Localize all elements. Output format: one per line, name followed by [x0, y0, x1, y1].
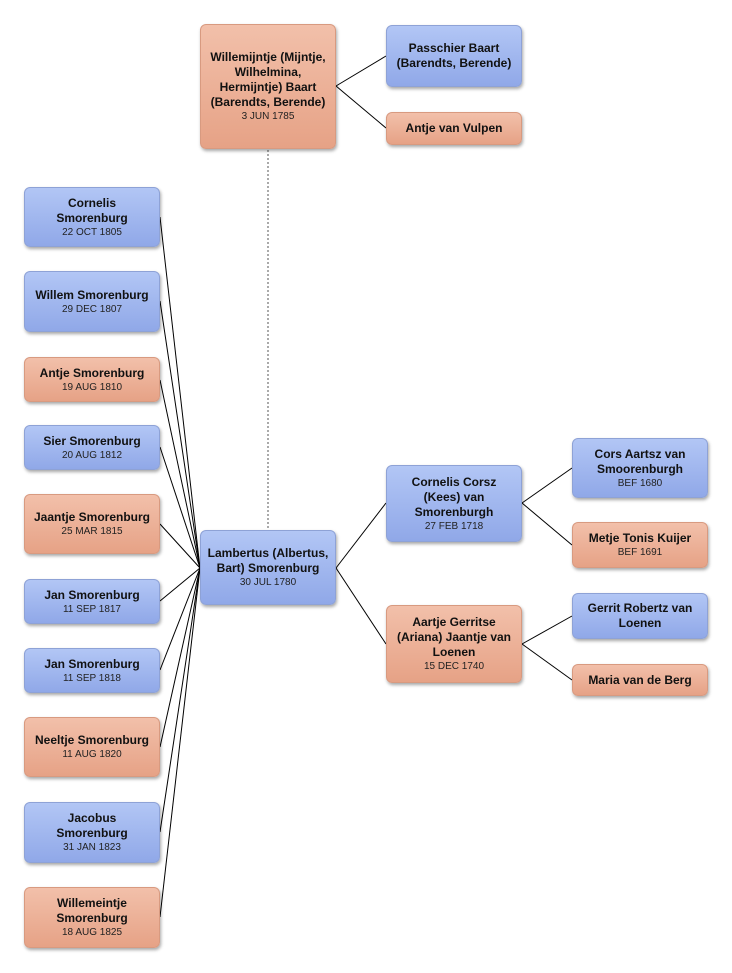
person-box-neeltje-smorenburg[interactable]: Neeltje Smorenburg 11 AUG 1820: [24, 717, 160, 777]
person-box-willemeintje-smorenburg[interactable]: Willemeintje Smorenburg 18 AUG 1825: [24, 887, 160, 948]
child-connector: [159, 300, 201, 569]
child-connector: [159, 523, 201, 569]
child-connector: [159, 567, 201, 748]
person-name: Cornelis Corsz (Kees) van Smorenburgh: [411, 474, 497, 519]
person-date: 31 JAN 1823: [63, 842, 121, 853]
person-box-gerrit-robertz[interactable]: Gerrit Robertz van Loenen: [572, 593, 708, 639]
person-box-passchier[interactable]: Passchier Baart (Barendts, Berende): [386, 25, 522, 87]
child-connector: [159, 567, 201, 602]
parent-connector: [521, 615, 573, 645]
person-box-jacobus-smorenburg[interactable]: Jacobus Smorenburg 31 JAN 1823: [24, 802, 160, 863]
person-box-jaantje-smorenburg[interactable]: Jaantje Smorenburg 25 MAR 1815: [24, 494, 160, 554]
person-box-antje-smorenburg[interactable]: Antje Smorenburg 19 AUG 1810: [24, 357, 160, 402]
child-connector: [159, 567, 201, 671]
person-box-willem-smorenburg[interactable]: Willem Smorenburg 29 DEC 1807: [24, 271, 160, 332]
person-date: BEF 1691: [617, 547, 663, 558]
person-date: 11 SEP 1818: [62, 672, 121, 684]
person-date: 27 FEB 1718: [424, 520, 484, 532]
person-name: Jan Smorenburg: [44, 656, 140, 671]
person-date: 20 AUG 1812: [61, 449, 123, 461]
person-box-cors-aartsz[interactable]: Cors Aartsz van Smoorenburgh BEF 1680: [572, 438, 708, 498]
person-date: 30 JUL 1780: [239, 577, 297, 588]
person-box-aartje-gerritse[interactable]: Aartje Gerritse (Ariana) Jaantje van Loe…: [386, 605, 522, 683]
person-name: Cors Aartsz van Smoorenburgh: [594, 446, 686, 476]
person-name: Willemijntje (Mijntje, Wilhelmina, Hermi…: [210, 50, 326, 109]
person-date: BEF 1680: [617, 477, 663, 489]
child-connector: [159, 216, 201, 569]
person-name: Jaantje Smorenburg: [33, 510, 151, 524]
person-name: Gerrit Robertz van Loenen: [587, 601, 693, 630]
person-name: Antje van Vulpen: [405, 121, 503, 135]
person-date: 19 AUG 1810: [61, 381, 123, 393]
parent-connector: [521, 467, 573, 504]
person-box-cornelis-corsz[interactable]: Cornelis Corsz (Kees) van Smorenburgh 27…: [386, 465, 522, 542]
person-date: 29 DEC 1807: [61, 303, 123, 315]
person-name: Sier Smorenburg: [43, 433, 141, 448]
person-date: 11 AUG 1820: [62, 749, 122, 760]
child-connector: [159, 567, 201, 833]
person-name: Jacobus Smorenburg: [56, 811, 128, 840]
child-connector: [159, 567, 201, 918]
person-box-maria-van-de-berg[interactable]: Maria van de Berg: [572, 664, 708, 696]
person-box-antje-van-vulpen[interactable]: Antje van Vulpen: [386, 112, 522, 145]
person-date: 18 AUG 1825: [61, 927, 123, 938]
child-connector: [159, 446, 201, 569]
person-box-lambertus-focus[interactable]: Lambertus (Albertus, Bart) Smorenburg 30…: [200, 530, 336, 605]
parent-connector: [335, 567, 387, 645]
person-date: 3 JUN 1785: [241, 111, 295, 122]
person-box-metje-tonis[interactable]: Metje Tonis Kuijer BEF 1691: [572, 522, 708, 568]
parent-connector: [335, 502, 387, 569]
person-box-cornelis-smorenburg[interactable]: Cornelis Smorenburg 22 OCT 1805: [24, 187, 160, 247]
person-name: Willemeintje Smorenburg: [56, 896, 128, 925]
person-date: 11 SEP 1817: [62, 603, 121, 615]
person-name: Passchier Baart (Barendts, Berende): [396, 41, 512, 70]
person-name: Neeltje Smorenburg: [34, 733, 150, 747]
person-name: Cornelis Smorenburg: [56, 195, 128, 225]
person-box-jan-smorenburg-1817[interactable]: Jan Smorenburg 11 SEP 1817: [24, 579, 160, 624]
person-name: Willem Smorenburg: [35, 287, 149, 302]
parent-connector: [335, 55, 387, 87]
person-name: Metje Tonis Kuijer: [588, 531, 692, 545]
person-date: 22 OCT 1805: [62, 226, 122, 238]
person-date: 25 MAR 1815: [61, 526, 123, 537]
person-name: Antje Smorenburg: [39, 365, 145, 380]
parent-connector: [335, 85, 387, 129]
person-box-jan-smorenburg-1818[interactable]: Jan Smorenburg 11 SEP 1818: [24, 648, 160, 693]
parent-connector: [521, 643, 573, 681]
person-name: Lambertus (Albertus, Bart) Smorenburg: [207, 546, 329, 575]
person-date: 15 DEC 1740: [423, 661, 485, 672]
parent-connector: [521, 502, 573, 546]
person-box-sier-smorenburg[interactable]: Sier Smorenburg 20 AUG 1812: [24, 425, 160, 470]
person-name: Jan Smorenburg: [44, 587, 140, 602]
person-box-willemijntje[interactable]: Willemijntje (Mijntje, Wilhelmina, Hermi…: [200, 24, 336, 149]
person-name: Aartje Gerritse (Ariana) Jaantje van Loe…: [396, 615, 512, 659]
child-connector: [159, 379, 201, 569]
person-name: Maria van de Berg: [588, 672, 692, 687]
